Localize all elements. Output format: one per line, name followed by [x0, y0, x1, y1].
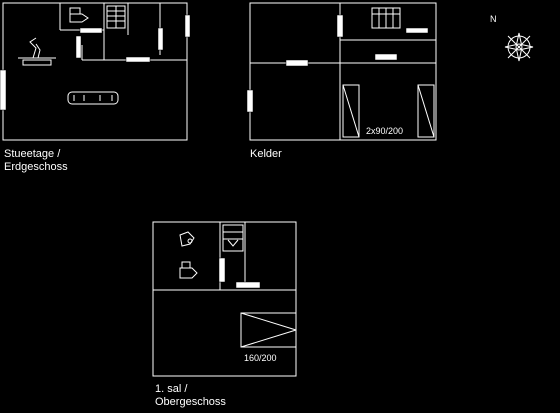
- first-floor-outline: [152, 221, 297, 377]
- ground-floor-caption-line1: Stueetage /: [4, 148, 61, 160]
- first-floor-bed: [240, 312, 297, 348]
- ground-doors: [0, 14, 191, 111]
- first-floor-toilet: [179, 261, 198, 279]
- ground-door-room: [157, 27, 164, 51]
- ground-toilet: [69, 7, 89, 23]
- basement-bed-left: [342, 84, 360, 138]
- first-floor-shower: [179, 231, 195, 247]
- first-door-bath: [218, 257, 226, 283]
- ground-door-bath-side: [75, 35, 82, 59]
- basement-caption: Kelder: [250, 148, 282, 161]
- ground-door-room2: [184, 14, 191, 38]
- basement-bed-right: [417, 84, 435, 138]
- basement-doors: [246, 14, 429, 113]
- ground-door-bath: [79, 27, 103, 34]
- basement-bed-label: 2x90/200: [366, 126, 403, 136]
- ground-floor-caption: Stueetage / Erdgeschoss: [4, 148, 68, 174]
- first-floor-caption-line2: Obergeschoss: [155, 396, 226, 408]
- ground-stairs: [106, 5, 126, 29]
- first-floor-bed-label: 160/200: [244, 353, 277, 363]
- basement-door-mid: [285, 59, 309, 67]
- basement-stairs: [371, 7, 401, 29]
- basement-door-right: [374, 53, 398, 61]
- ground-door-entrance: [0, 69, 7, 111]
- basement-plan: [249, 2, 437, 141]
- ground-door-hall: [125, 56, 151, 63]
- first-floor-caption: 1. sal / Obergeschoss: [155, 383, 226, 409]
- compass-icon: [504, 32, 534, 62]
- stove-icon: [18, 37, 56, 66]
- basement-caption-line1: Kelder: [250, 148, 282, 160]
- ground-floor-caption-line2: Erdgeschoss: [4, 161, 68, 173]
- basement-door-left: [246, 89, 254, 113]
- basement-door-top: [336, 14, 344, 38]
- ground-floor-outline: [2, 2, 188, 141]
- ground-floor-plan: [2, 2, 188, 141]
- first-floor-stairs: [222, 224, 244, 252]
- first-floor-doors: [218, 257, 261, 289]
- first-floor-caption-line1: 1. sal /: [155, 383, 188, 395]
- basement-door-corner: [405, 27, 429, 34]
- sofa-icon: [67, 91, 119, 105]
- compass-north-label: N: [490, 14, 497, 24]
- first-floor-plan: [152, 221, 297, 377]
- first-door-hall: [235, 281, 261, 289]
- basement-outline: [249, 2, 437, 141]
